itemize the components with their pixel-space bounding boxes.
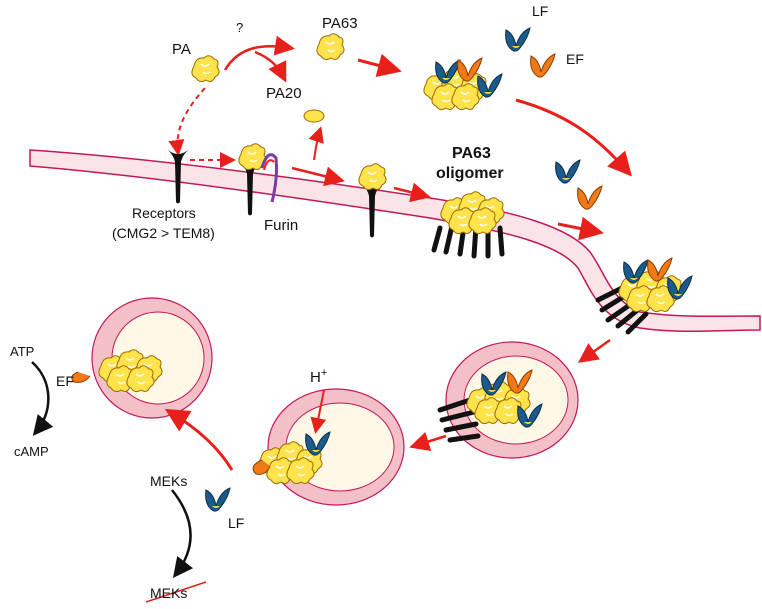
label-pa20: PA20	[266, 85, 302, 102]
arrow-cleavage-to-pa63	[291, 166, 345, 187]
arrow-pa-to-receptor	[168, 87, 206, 156]
label-meks-cleaved: MEKs	[150, 585, 187, 601]
label-pa: PA	[172, 41, 191, 58]
arrow-pa20-release	[308, 126, 324, 161]
label-receptors: Receptors	[132, 205, 196, 221]
ef-free-mid	[577, 185, 603, 210]
label-pa63-oligomer-1: PA63	[452, 145, 491, 162]
pore-translocation	[252, 431, 331, 484]
lf-free-bottom	[205, 487, 231, 512]
arrow-atp-to-camp	[31, 361, 54, 436]
arrow-endocytosis	[577, 338, 611, 363]
arrow-prepore-to-membrane	[515, 98, 632, 177]
complex-on-membrane	[595, 257, 693, 335]
prepore-oligomer-top	[424, 68, 487, 110]
pa-monomer	[191, 55, 220, 83]
arrow-pa63-to-prepore	[357, 53, 402, 78]
label-h-plus: H+	[310, 367, 327, 386]
arrow-pa-to-pa20	[254, 50, 287, 83]
label-camp: cAMP	[14, 444, 49, 459]
meks-strikethrough	[145, 581, 207, 603]
lf-free-mid	[555, 159, 581, 184]
arrow-meks-cleavage	[171, 489, 194, 578]
furin-protease	[260, 153, 278, 203]
ef-free-top	[530, 53, 556, 78]
arrow-acidification	[409, 431, 447, 452]
label-atp: ATP	[10, 344, 34, 359]
label-question: ?	[236, 20, 243, 35]
arrow-to-ef-release	[164, 408, 234, 471]
label-receptors-types: (CMG2 > TEM8)	[112, 225, 215, 241]
label-lf-bottom: LF	[228, 515, 244, 531]
label-ef-bottom: EF	[56, 373, 74, 389]
pa20-fragment	[303, 109, 325, 123]
arrow-h-plus	[310, 389, 327, 434]
arrow-pa-to-pa63	[223, 35, 295, 71]
arrow-to-oligomer	[393, 182, 431, 203]
membrane-oligomer	[431, 192, 505, 259]
pa63-monomer	[316, 33, 345, 61]
label-pa63-oligomer-2: oligomer	[436, 165, 504, 182]
label-ef-top: EF	[566, 51, 584, 67]
endosome-complex	[437, 369, 543, 443]
arrow-oligomer-to-complex	[557, 216, 604, 241]
label-lf-top: LF	[532, 3, 548, 19]
label-pa63: PA63	[322, 15, 358, 32]
label-furin: Furin	[264, 217, 298, 234]
label-meks: MEKs	[150, 473, 187, 489]
ef-release-complex	[71, 350, 162, 392]
lf-free-top	[505, 27, 531, 52]
pa63-on-receptor	[358, 163, 387, 191]
